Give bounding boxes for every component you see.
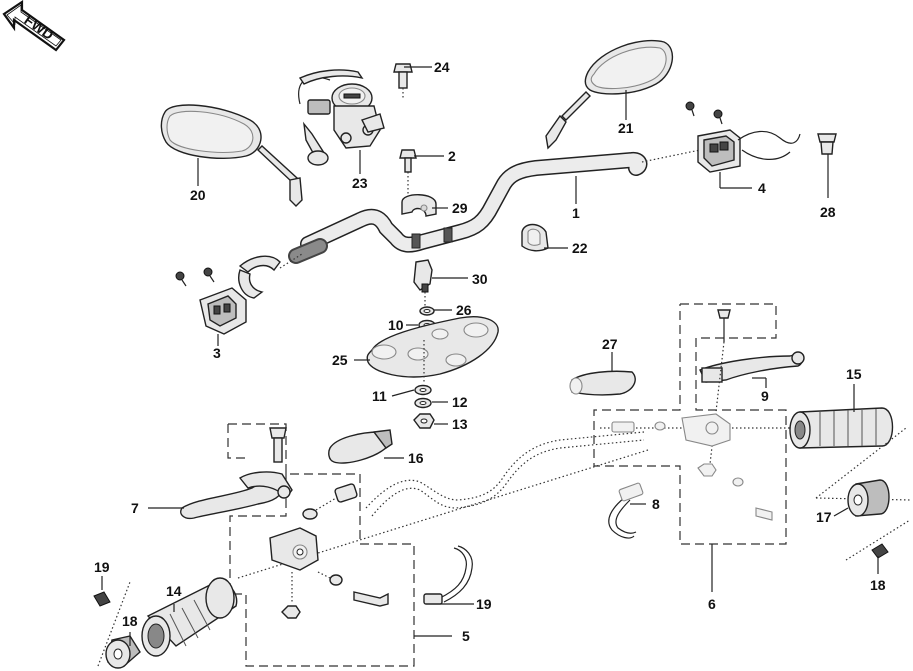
callout-17: 17 <box>816 509 832 525</box>
clutch-lever-7 <box>180 471 293 520</box>
cable-clip-22 <box>521 223 549 252</box>
right-switch-housing <box>685 101 801 173</box>
bolt-2 <box>399 149 417 196</box>
callout-28: 28 <box>820 204 836 220</box>
adjuster-bolt-left <box>302 483 358 520</box>
handlebar <box>288 149 701 264</box>
left-mirror <box>160 104 303 207</box>
callout-26: 26 <box>456 302 472 318</box>
callout-27: 27 <box>602 336 618 352</box>
bar-end-weight-17 <box>815 427 911 517</box>
callout-24: 24 <box>434 59 450 75</box>
washer-11 <box>414 384 432 396</box>
ignition-switch <box>298 69 385 166</box>
callout-5: 5 <box>462 628 470 644</box>
callout-19-right: 19 <box>476 596 492 612</box>
callout-16: 16 <box>408 450 424 466</box>
callout-8: 8 <box>652 496 660 512</box>
callout-leaders <box>101 66 879 646</box>
washer-26 <box>419 306 435 316</box>
callout-19-left: 19 <box>94 559 110 575</box>
washer-bolt-left <box>317 571 389 607</box>
callout-9: 9 <box>761 388 769 404</box>
mounting-plate-25 <box>366 316 499 384</box>
callout-18-right: 18 <box>870 577 886 593</box>
right-mirror <box>545 40 674 150</box>
callout-11: 11 <box>372 388 387 404</box>
callout-14: 14 <box>166 583 182 599</box>
callout-25: 25 <box>332 352 348 368</box>
right-lever-group-outline <box>593 303 787 545</box>
cover-16 <box>328 429 393 464</box>
callout-23: 23 <box>352 175 368 191</box>
callout-labels: 1 2 3 4 5 6 7 8 9 10 11 12 13 14 15 16 1… <box>94 59 886 644</box>
bulb-socket-28 <box>817 133 837 155</box>
callout-4: 4 <box>758 180 766 196</box>
right-grip-15 <box>789 407 894 449</box>
bolt-24 <box>393 63 413 100</box>
callout-12: 12 <box>452 394 468 410</box>
holder-30 <box>413 259 433 306</box>
callout-10: 10 <box>388 317 404 333</box>
washer-12 <box>414 397 432 409</box>
callout-20: 20 <box>190 187 206 203</box>
master-cylinder-bracket <box>611 413 773 521</box>
brake-lever-9 <box>699 351 805 383</box>
pivot-bolt-right <box>709 309 731 465</box>
nut-13 <box>413 413 435 429</box>
callout-18-left: 18 <box>122 613 138 629</box>
left-switch-housing <box>175 253 303 335</box>
cable-routing <box>237 427 790 579</box>
callout-30: 30 <box>472 271 488 287</box>
clamp-29 <box>401 194 437 217</box>
callout-13: 13 <box>452 416 468 432</box>
left-lever-group-outline <box>227 423 415 667</box>
nut-left <box>281 572 301 619</box>
callout-22: 22 <box>572 240 588 256</box>
pivot-bolt-left <box>269 427 287 463</box>
callout-3: 3 <box>213 345 221 361</box>
left-lever-bracket <box>269 527 319 571</box>
callout-2: 2 <box>448 148 456 164</box>
callout-15: 15 <box>846 366 862 382</box>
bar-end-weight-18-left <box>105 635 141 669</box>
callout-21: 21 <box>618 120 634 136</box>
throttle-cable-8 <box>608 482 644 539</box>
screw-18-right <box>845 519 911 561</box>
callout-6: 6 <box>708 596 716 612</box>
throttle-housing-27 <box>569 370 636 396</box>
screw-19-left <box>93 591 111 607</box>
callout-7: 7 <box>131 500 139 516</box>
callout-1: 1 <box>572 205 580 221</box>
switch-wire-19 <box>423 545 473 605</box>
forward-arrow-icon: FWD <box>2 0 66 52</box>
left-grip-14 <box>97 577 238 667</box>
callout-29: 29 <box>452 200 468 216</box>
